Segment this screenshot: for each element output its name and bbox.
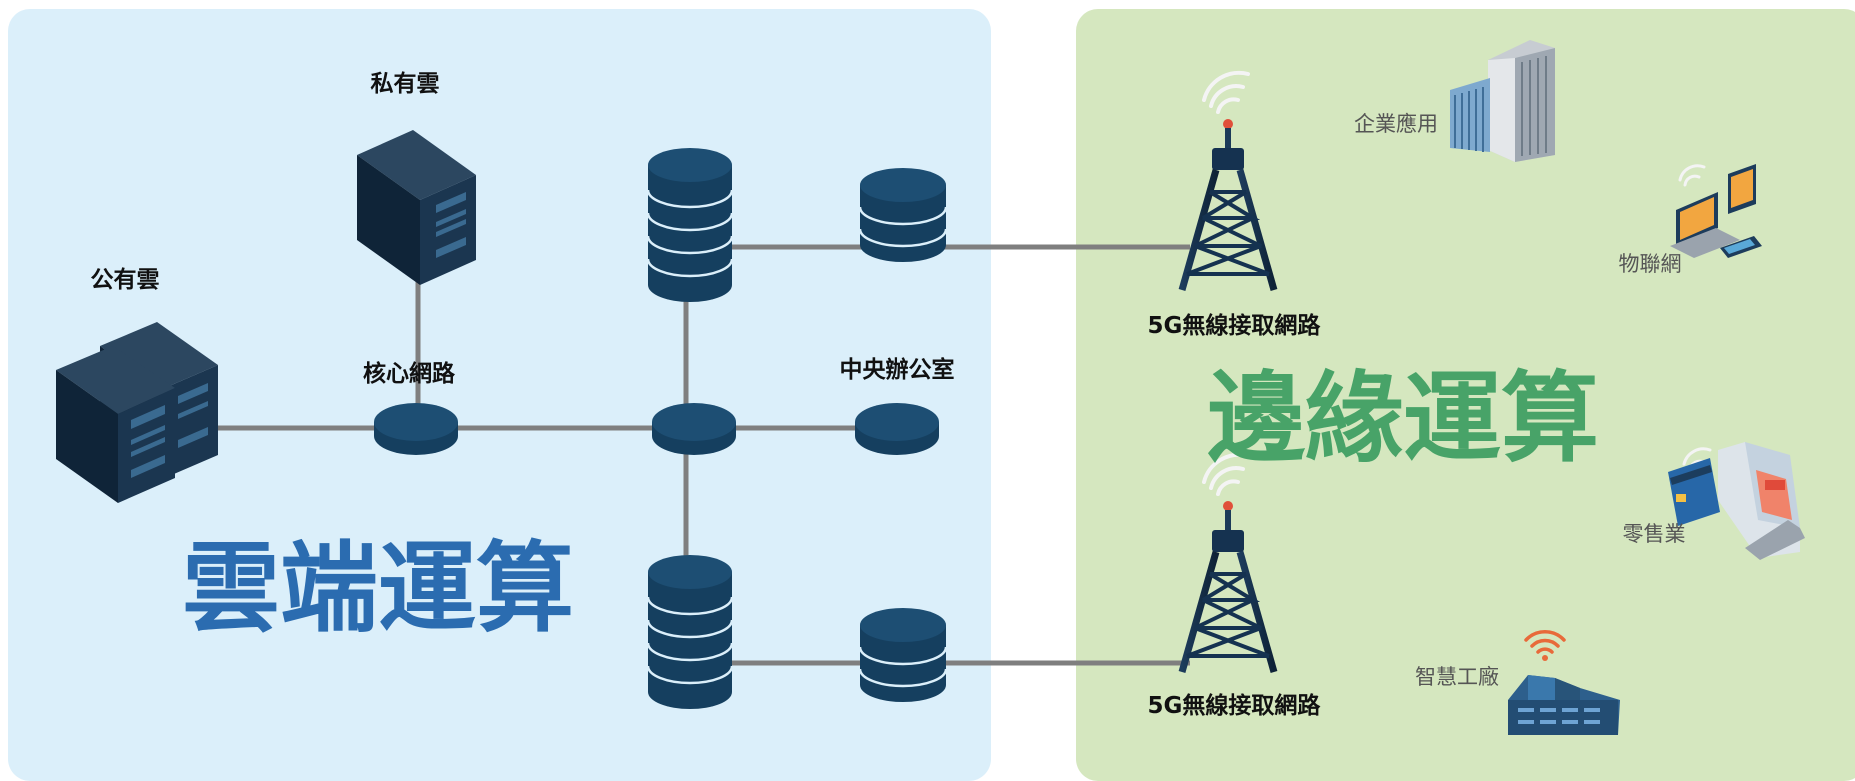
cell-tower-bottom-icon <box>1178 452 1278 673</box>
central-office-node <box>855 403 939 455</box>
public-cloud-label: 公有雲 <box>91 266 160 293</box>
edge-title: 邊緣運算 <box>1207 362 1599 476</box>
private-cloud-server-icon <box>357 130 476 285</box>
network-links <box>215 244 1190 666</box>
private-cloud-label: 私有雲 <box>371 70 440 97</box>
central-office-label: 中央辦公室 <box>840 356 955 383</box>
ran-top-label: 5G無線接取網路 <box>1148 312 1322 339</box>
smart-factory-icon <box>1508 630 1620 735</box>
public-cloud-server-icon <box>56 322 218 503</box>
database-stack-top <box>646 148 734 302</box>
iot-devices-icon <box>1670 164 1762 258</box>
retail-label: 零售業 <box>1623 522 1686 546</box>
edge-panel <box>1076 9 1855 781</box>
core-network-label: 核心網路 <box>363 360 456 387</box>
cloud-title: 雲端運算 <box>182 532 574 646</box>
core-network-node <box>374 403 458 455</box>
retail-payment-icon <box>1668 442 1805 560</box>
database-stack-bottom <box>646 555 734 709</box>
cell-tower-top-icon <box>1178 70 1278 291</box>
hub-node <box>652 403 736 455</box>
ran-bottom-label: 5G無線接取網路 <box>1148 692 1322 719</box>
iot-label: 物聯網 <box>1619 252 1682 276</box>
enterprise-label: 企業應用 <box>1354 112 1438 136</box>
cloud-panel <box>8 9 991 781</box>
enterprise-building-icon <box>1450 40 1555 162</box>
database-small-bottom <box>858 608 948 702</box>
database-small-top <box>858 168 948 262</box>
factory-label: 智慧工廠 <box>1415 665 1499 689</box>
